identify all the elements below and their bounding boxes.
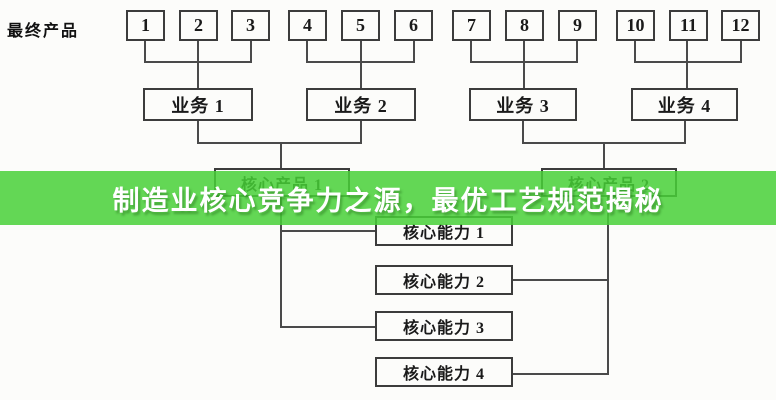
connector <box>523 41 525 88</box>
core-capability-box-4: 核心能力 4 <box>375 357 513 387</box>
connector <box>306 61 415 63</box>
connector <box>634 61 742 63</box>
product-box-6: 6 <box>394 10 433 41</box>
connector <box>360 41 362 88</box>
connector <box>522 121 524 144</box>
connector <box>280 230 375 232</box>
connector <box>413 41 415 63</box>
headline-banner-title: 制造业核心竞争力之源，最优工艺规范揭秘 <box>112 185 664 216</box>
business-box-1: 业务 1 <box>143 88 253 121</box>
business-box-2: 业务 2 <box>306 88 416 121</box>
connector <box>197 121 199 144</box>
connector <box>470 61 578 63</box>
core-capability-box-3: 核心能力 3 <box>375 311 513 341</box>
business-box-4: 业务 4 <box>631 88 738 121</box>
connector <box>144 41 146 63</box>
product-box-12: 12 <box>721 10 760 41</box>
connector <box>607 197 609 375</box>
connector <box>603 142 605 169</box>
connector <box>470 41 472 63</box>
connector <box>250 41 252 63</box>
connector <box>634 41 636 63</box>
product-box-2: 2 <box>179 10 218 41</box>
connector <box>197 41 199 88</box>
connector <box>360 121 362 144</box>
connector <box>513 279 609 281</box>
product-box-4: 4 <box>288 10 327 41</box>
connector <box>197 142 362 144</box>
connector <box>684 121 686 144</box>
product-box-1: 1 <box>126 10 165 41</box>
connector <box>306 41 308 63</box>
connector <box>280 142 282 169</box>
product-box-8: 8 <box>505 10 544 41</box>
product-box-7: 7 <box>452 10 491 41</box>
headline-banner: 制造业核心竞争力之源，最优工艺规范揭秘 <box>0 171 776 225</box>
product-box-5: 5 <box>341 10 380 41</box>
connector <box>280 326 375 328</box>
core-capability-box-2: 核心能力 2 <box>375 265 513 295</box>
connector <box>576 41 578 63</box>
connector <box>686 41 688 88</box>
connector <box>280 197 282 328</box>
product-box-3: 3 <box>231 10 270 41</box>
product-box-9: 9 <box>558 10 597 41</box>
product-box-10: 10 <box>616 10 655 41</box>
final-products-label: 最终产品 <box>7 23 80 40</box>
business-box-3: 业务 3 <box>469 88 577 121</box>
connector <box>740 41 742 63</box>
product-box-11: 11 <box>669 10 708 41</box>
connector <box>513 373 609 375</box>
connector <box>144 61 252 63</box>
